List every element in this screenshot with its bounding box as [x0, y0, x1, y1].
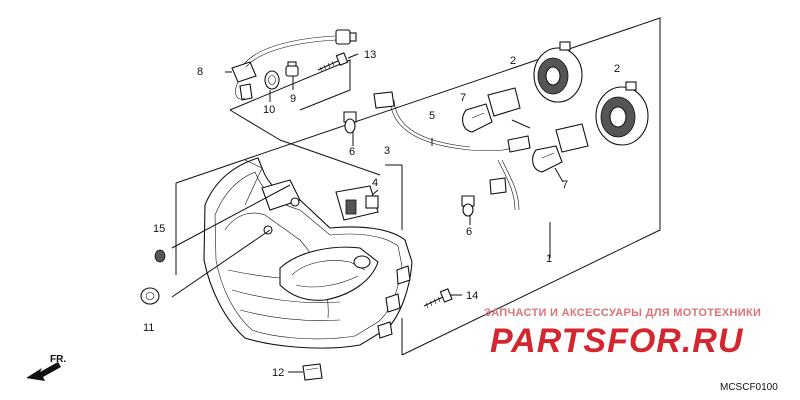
watermark-brand: PARTSFOR.RU	[490, 322, 744, 360]
callout-12: 12	[272, 367, 284, 379]
dust-cover-part-2-lower	[595, 81, 649, 146]
front-direction-indicator: FR.	[26, 354, 66, 381]
bulb-part-7-lower	[532, 123, 589, 173]
harness-wire	[231, 29, 357, 101]
callout-13: 13	[364, 49, 376, 61]
callout-6-lower: 6	[466, 226, 472, 238]
callout-8: 8	[197, 66, 203, 78]
callout-15: 15	[153, 223, 165, 235]
callout-7-upper: 7	[460, 92, 466, 104]
callout-4: 4	[372, 177, 378, 189]
assembly-frame	[175, 17, 661, 356]
headlight-housing	[203, 157, 413, 349]
callout-6-upper: 6	[349, 146, 355, 158]
callout-11: 11	[143, 322, 154, 334]
bulb-part-7-upper	[462, 87, 521, 133]
diagram-code: MCSCF0100	[720, 382, 778, 393]
bolt-part-14	[423, 288, 453, 309]
watermark: ЗАПЧАСТИ И АКСЕССУАРЫ ДЛЯ МОТОТЕХНИКИ PA…	[484, 307, 761, 360]
clip-nut-part-12	[302, 363, 323, 381]
bulb-part-6-lower	[461, 195, 475, 217]
bulb-part-6-upper	[343, 111, 357, 134]
callout-numbers: 1 2 2 3 4 5 6 6 7 7 8 9 10 11 12 13 14 1…	[143, 49, 620, 379]
callout-5: 5	[429, 110, 435, 122]
leader-lines	[171, 53, 564, 373]
callout-3: 3	[384, 145, 390, 157]
socket-wire-part-5	[373, 91, 531, 211]
grommet-part-11	[140, 287, 160, 305]
front-label: FR.	[50, 354, 66, 365]
socket-part-9	[285, 61, 299, 77]
callout-14: 14	[466, 290, 478, 302]
callout-10: 10	[263, 104, 275, 116]
callout-1: 1	[546, 253, 552, 265]
grommet-part-15	[154, 249, 166, 263]
callout-9: 9	[290, 93, 296, 105]
watermark-tagline: ЗАПЧАСТИ И АКСЕССУАРЫ ДЛЯ МОТОТЕХНИКИ	[484, 307, 761, 319]
screw-part-13	[317, 52, 349, 73]
front-arrow-icon	[26, 362, 61, 381]
dust-cover-part-2-upper	[533, 41, 583, 103]
grommet-part-10	[264, 70, 280, 90]
callout-7-lower: 7	[562, 179, 568, 191]
callout-2-lower: 2	[614, 63, 620, 75]
socket-part-4	[335, 185, 379, 221]
callout-2-upper: 2	[510, 55, 516, 67]
